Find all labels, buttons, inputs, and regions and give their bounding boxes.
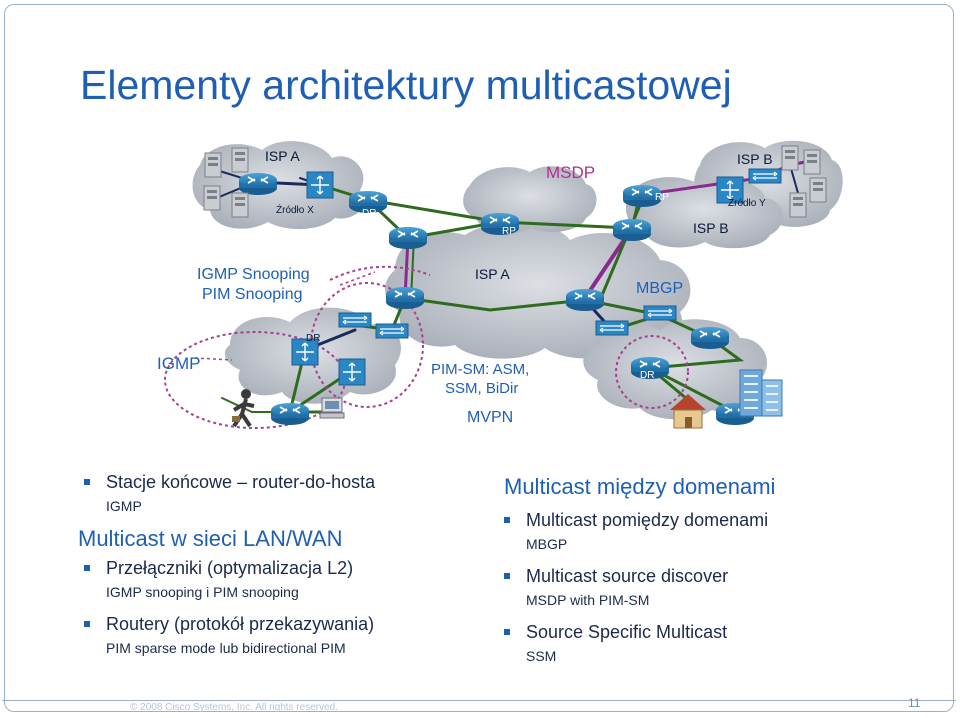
right-dotted-ellipse [615,335,689,409]
label-dr-right: DR [640,370,654,381]
switch-icon [595,320,629,336]
switch-icon [338,312,372,328]
building-icon [739,369,783,417]
router-icon [612,218,652,242]
router-icon [388,226,428,250]
switch-icon [338,358,366,386]
heading-lan-wan: Multicast w sieci LAN/WAN [78,526,343,551]
bullet-interdomain-sub: MBGP [526,536,568,552]
bullet-ssm: Source Specific Multicast [504,622,775,648]
right-column: Multicast między domenami Multicast pomi… [504,474,775,664]
router-icon [270,402,310,426]
bullet-source-discover: Multicast source discover [504,566,775,592]
label-pim-sm-line2: SSM, BiDir [445,380,518,397]
person-icon [232,389,255,428]
router-icon [385,286,425,310]
label-pim-sm-line1: PIM-SM: ASM, [431,361,529,378]
label-mbgp: MBGP [636,280,683,297]
router-icon [238,172,278,196]
left-column: Stacje końcowe – router-do-hosta IGMP Mu… [78,472,375,656]
bullet-routers: Routery (protokół przekazywania) [84,614,375,640]
server-icon [789,192,807,218]
router-icon [690,326,730,350]
label-igmp: IGMP [157,354,200,373]
house-icon [670,394,706,429]
server-icon [231,192,249,218]
footer-divider [2,700,956,701]
bullet-source-discover-sub: MSDP with PIM-SM [526,592,650,608]
server-icon [803,149,821,175]
bullet-end-stations-sub: IGMP [106,498,142,514]
bullet-routers-sub: PIM sparse mode lub bidirectional PIM [106,640,346,656]
router-icon [565,288,605,312]
bullet-end-stations: Stacje końcowe – router-do-hosta [84,472,375,498]
heading-interdomain: Multicast między domenami [504,474,776,499]
label-mvpn: MVPN [467,409,513,426]
bullet-switches-sub: IGMP snooping i PIM snooping [106,584,299,600]
label-dr-top: DR [362,208,376,219]
page-number: 11 [908,696,921,710]
switch-icon [375,323,409,339]
server-icon [781,145,799,171]
bullet-switches: Przełączniki (optymalizacja L2) [84,558,375,584]
server-icon [809,177,827,203]
server-icon [231,147,249,173]
label-dr-left: DR [306,333,320,344]
server-icon [203,185,221,211]
server-icon [204,152,222,178]
bullet-ssm-sub: SSM [526,648,557,664]
network-diagram: ISP A Źródło X DR RP MSDP RP ISP B Źródł… [157,140,843,429]
label-source-y: Źródło Y [728,196,766,209]
label-isp-b-bottom: ISP B [693,220,729,236]
switch-icon [748,168,782,184]
label-isp-a-center: ISP A [475,266,510,282]
label-source-x: Źródło X [276,203,314,216]
bullet-interdomain: Multicast pomiędzy domenami [504,510,775,536]
label-rp-center: RP [502,226,516,237]
snooping-ellipse [310,282,424,408]
label-rp-right: RP [655,192,669,203]
switch-icon [643,305,677,321]
slide-title: Elementy architektury multicastowej [80,62,732,108]
cloud-isp-b-bottom [625,177,783,249]
label-pim-snooping: PIM Snooping [202,286,303,303]
label-igmp-snooping: IGMP Snooping [197,266,310,283]
copyright: © 2008 Cisco Systems, Inc. All rights re… [130,702,339,713]
label-isp-a-top: ISP A [265,148,300,164]
label-msdp: MSDP [546,163,595,182]
pc-icon [319,397,345,419]
switch-icon [306,171,334,199]
slide-border [4,4,954,712]
footer [2,692,956,714]
label-isp-b-top: ISP B [737,151,773,167]
